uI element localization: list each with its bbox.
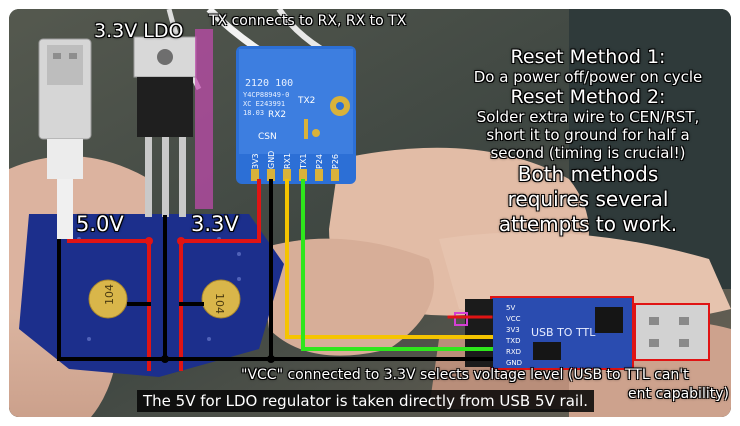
capacitor-right-code: 104 bbox=[213, 293, 226, 314]
rail-5v-label: 5.0V bbox=[76, 212, 124, 236]
adapter-label: USB TO TTL bbox=[531, 326, 596, 339]
both-line1: Both methods bbox=[517, 162, 659, 186]
reset-notes: Reset Method 1: Do a power off/power on … bbox=[443, 46, 731, 237]
photo-scene: 2120 100 Y4CP88949-0 XC E243991 18.03 TX… bbox=[9, 9, 731, 417]
reset2-title: Reset Method 2: bbox=[510, 86, 666, 108]
label-csn: CSN bbox=[258, 132, 277, 142]
ldo-label: 3.3V LDO bbox=[94, 20, 184, 42]
reset2-line2: short it to ground for half a bbox=[486, 126, 690, 144]
blue-board bbox=[19, 214, 284, 377]
usb-ttl-adapter: 5V VCC 3V3 TXD RXD GND USB TO TTL bbox=[454, 296, 710, 370]
pin-rx1: RX1 bbox=[283, 153, 292, 169]
module-code-2: Y4CP88949-0 bbox=[243, 91, 289, 99]
label-rx2: RX2 bbox=[268, 110, 286, 120]
capacitor-left: 104 bbox=[88, 279, 128, 319]
vcc-note: "VCC" connected to 3.3V selects voltage … bbox=[241, 367, 689, 383]
pin-3v3: 3V3 bbox=[251, 153, 260, 169]
both-line3: attempts to work. bbox=[498, 212, 678, 236]
capacitor-left-code: 104 bbox=[103, 284, 116, 305]
rail-33v-label: 3.3V bbox=[191, 212, 239, 236]
wifi-module: 2120 100 Y4CP88949-0 XC E243991 18.03 TX… bbox=[236, 46, 356, 184]
ldo-regulator bbox=[133, 29, 213, 217]
tx-rx-label: TX connects to RX, RX to TX bbox=[209, 13, 407, 29]
capacitor-right: 104 bbox=[201, 279, 241, 319]
wiring bbox=[57, 179, 493, 371]
vcc-note-tail: ent capability) bbox=[628, 386, 729, 402]
adapter-pin-5v: 5V bbox=[506, 304, 515, 312]
pin-gnd: GND bbox=[267, 151, 276, 169]
reset2-line3: second (timing is crucial!) bbox=[490, 144, 686, 162]
module-code-3: XC E243991 bbox=[243, 100, 285, 108]
label-tx2: TX2 bbox=[297, 96, 315, 106]
adapter-pin-rxd: RXD bbox=[506, 348, 521, 356]
adapter-pin-txd: TXD bbox=[505, 337, 520, 345]
usb-cable bbox=[38, 38, 92, 239]
pin-p26: P26 bbox=[331, 154, 340, 169]
video-caption: The 5V for LDO regulator is taken direct… bbox=[137, 390, 595, 412]
reset1-text: Do a power off/power on cycle bbox=[473, 68, 703, 86]
module-code-1: 2120 100 bbox=[245, 78, 293, 89]
pin-tx1: TX1 bbox=[299, 154, 308, 170]
junction-dots bbox=[145, 237, 185, 245]
adapter-pin-3v3: 3V3 bbox=[506, 326, 520, 334]
module-code-4: 18.03 bbox=[243, 109, 264, 117]
adapter-pin-vcc: VCC bbox=[506, 315, 521, 323]
reset2-line1: Solder extra wire to CEN/RST, bbox=[476, 108, 700, 126]
adapter-pin-gnd: GND bbox=[506, 359, 522, 367]
video-frame: 2120 100 Y4CP88949-0 XC E243991 18.03 TX… bbox=[9, 9, 731, 417]
ground-dots bbox=[161, 355, 275, 363]
pin-p24: P24 bbox=[315, 154, 324, 169]
reset1-title: Reset Method 1: bbox=[510, 46, 666, 68]
both-line2: requires several bbox=[507, 187, 669, 211]
